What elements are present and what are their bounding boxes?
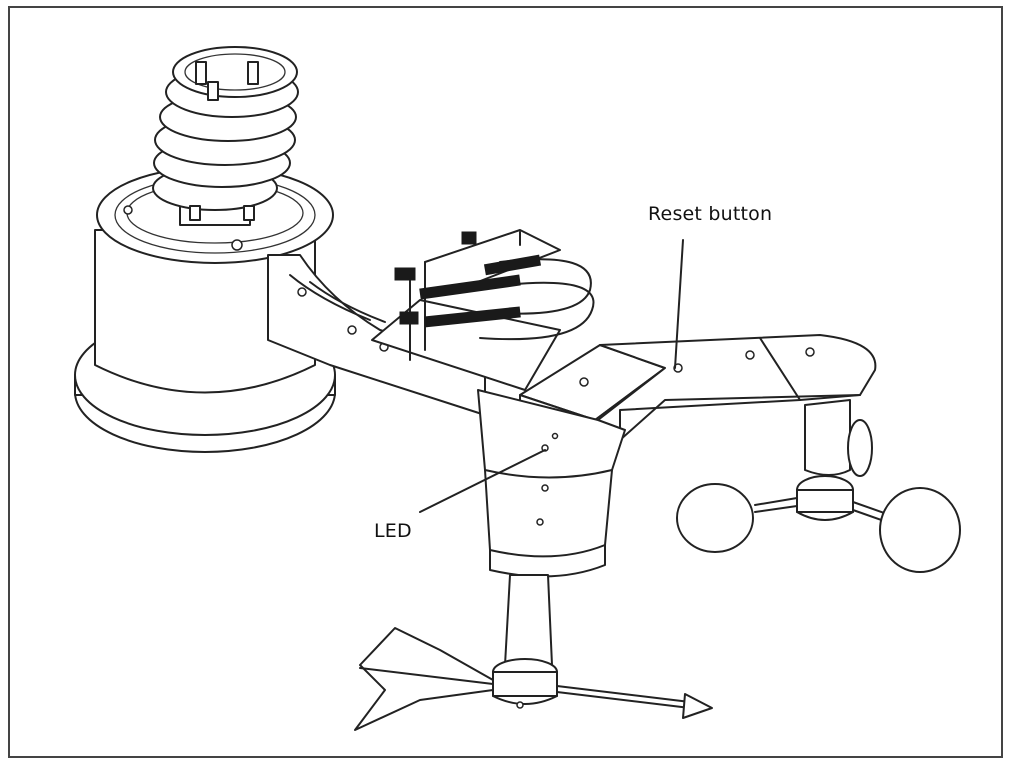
radiation-shield: [152, 46, 299, 226]
reset-leader-line: [674, 239, 684, 369]
u-bolt-mount: [371, 229, 595, 391]
wind-vane: [354, 574, 713, 731]
led-leader-line: [419, 449, 546, 513]
anemometer: [676, 419, 961, 573]
reset-button-label: Reset button: [648, 203, 773, 225]
led-label: LED: [374, 520, 412, 542]
central-housing: [477, 389, 626, 578]
anemometer-arm: [597, 334, 877, 476]
